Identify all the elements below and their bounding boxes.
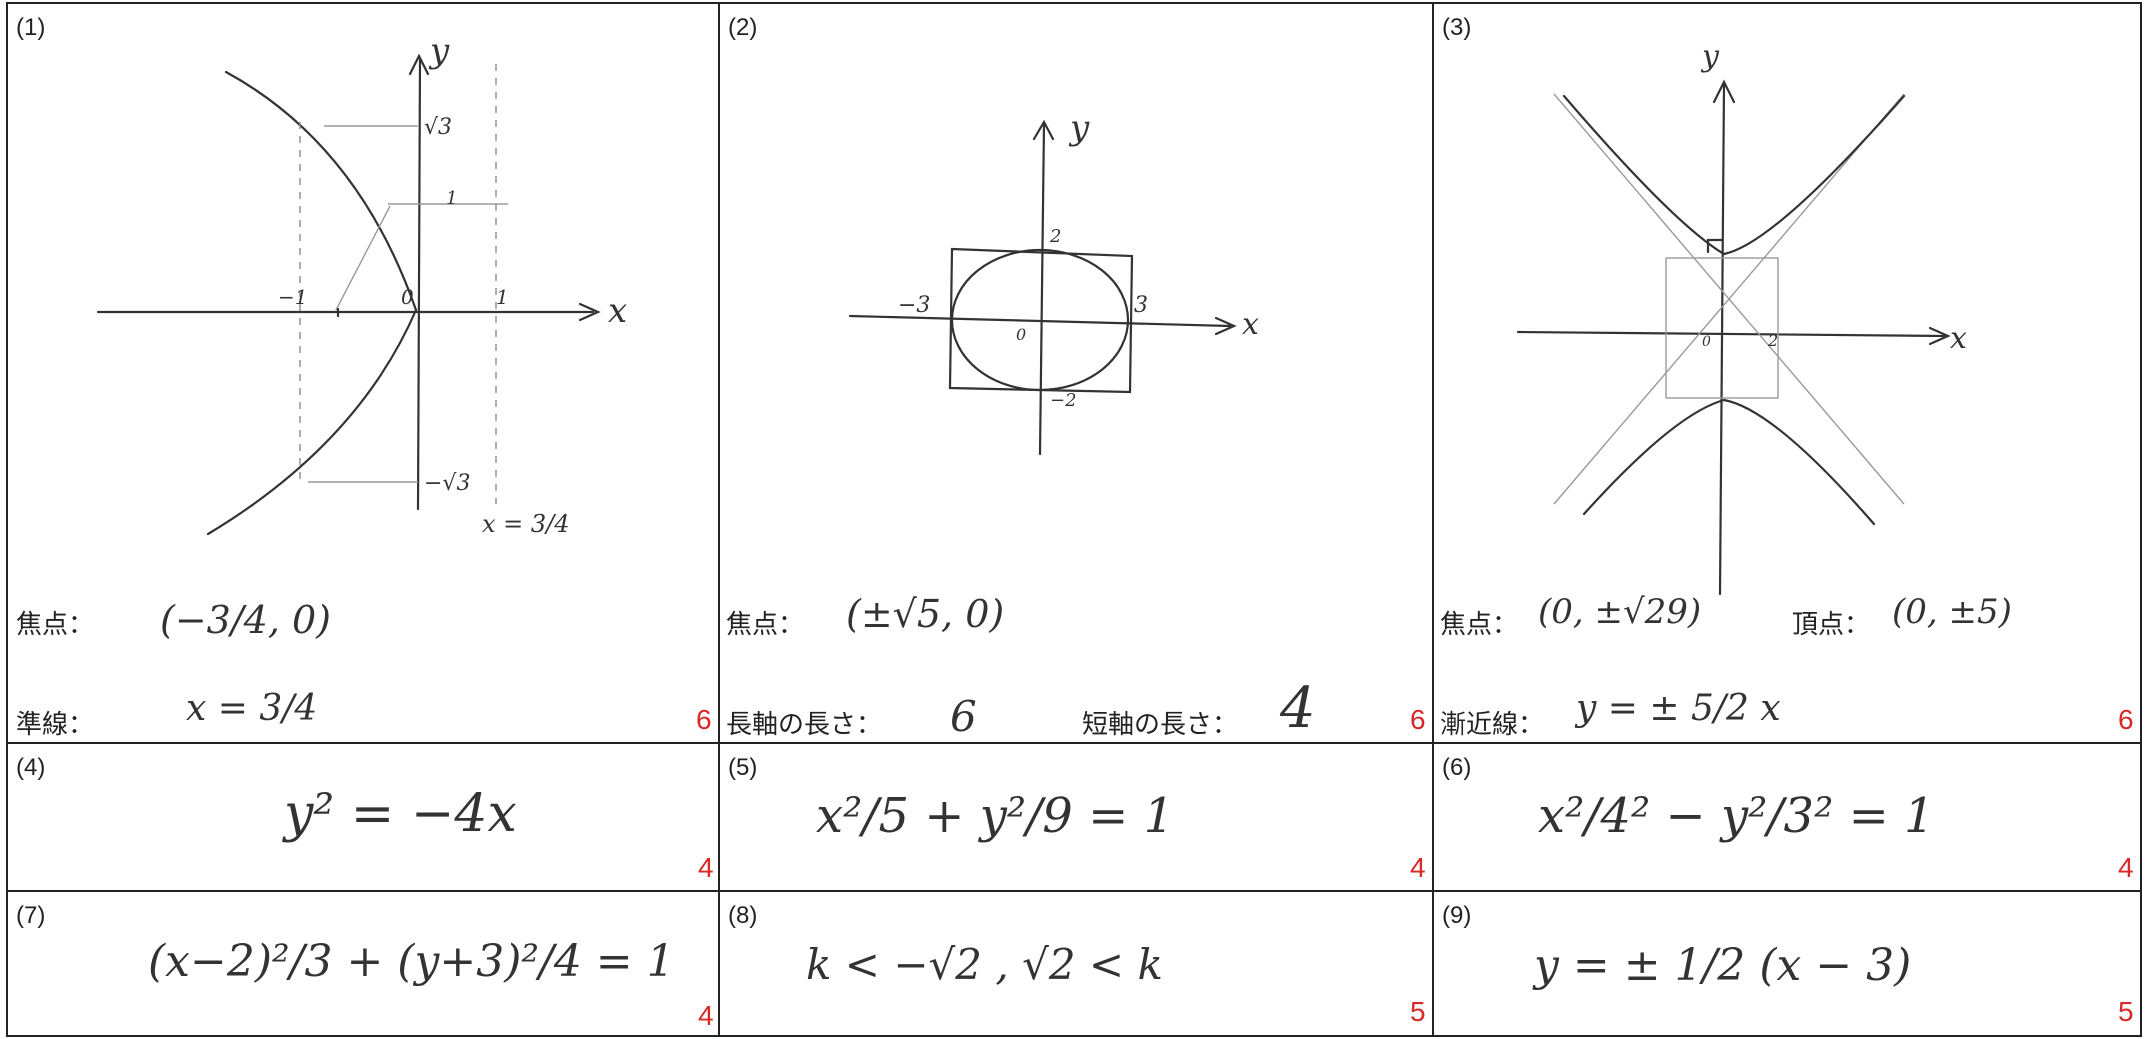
score: 4 — [698, 852, 714, 883]
score: 4 — [698, 1000, 714, 1031]
problem-number: (3) — [1442, 14, 1472, 41]
score: 6 — [2118, 704, 2134, 735]
problem-number: (7) — [16, 902, 46, 929]
score: 6 — [696, 704, 712, 735]
score: 5 — [2118, 996, 2134, 1027]
vertex-label: 頂点： — [1792, 610, 1871, 640]
directrix-note: x = 3/4 — [482, 510, 570, 538]
answer: (x−2)²/3 + (y+3)²/4 = 1 — [148, 936, 675, 987]
ellipse-graph: y x 0 −3 3 2 −2 — [848, 108, 1259, 456]
focus-label: 焦点： — [726, 610, 805, 640]
tick-neg-label: −1 — [278, 285, 307, 309]
problem-number: (6) — [1442, 754, 1472, 781]
focus-label: 焦点： — [16, 610, 95, 640]
y-top-label: √3 — [424, 115, 452, 140]
minor-axis-answer: 4 — [1280, 676, 1316, 741]
focus-answer: (0, ±√29) — [1538, 592, 1702, 632]
origin-label: 0 — [1016, 325, 1026, 344]
answer: y = ± 1/2 (x − 3) — [1534, 940, 1912, 991]
score: 5 — [1410, 996, 1426, 1027]
cell-6: (6) x²/4² − y²/3² = 1 4 — [1432, 742, 2142, 892]
directrix-label: 準線： — [16, 710, 95, 740]
answer: x²/4² − y²/3² = 1 — [1538, 788, 1935, 844]
vertex-answer: (0, ±5) — [1892, 592, 2012, 632]
score: 6 — [1410, 704, 1426, 735]
directrix-answer: x = 3/4 — [186, 688, 318, 729]
y-axis-label: y — [1700, 39, 1720, 74]
score: 4 — [1410, 852, 1426, 883]
y-pos-label: 2 — [1049, 226, 1061, 247]
asymptote-label: 漸近線： — [1440, 710, 1545, 740]
asymptote-answer: y = ± 5/2 x — [1576, 688, 1781, 729]
answer: k < −√2 , √2 < k — [806, 940, 1163, 989]
problem-number: (9) — [1442, 902, 1472, 929]
focus-answer: (−3/4, 0) — [160, 598, 331, 642]
x-axis-label: x — [1950, 321, 1967, 356]
problem-number: (1) — [16, 14, 46, 41]
cell-1: (1) y x 0 −1 1 √3 −√3 1 x = 3/4 焦点： (−3/… — [6, 2, 720, 744]
focus-answer: (±√5, 0) — [846, 592, 1005, 636]
focus-label: 焦点： — [1440, 610, 1519, 640]
x-tick-label: 2 — [1767, 331, 1778, 350]
y-axis-label: y — [1068, 108, 1090, 148]
x-neg-label: −3 — [898, 293, 930, 318]
cell-5: (5) x²/5 + y²/9 = 1 4 — [718, 742, 1434, 892]
tick-pos-label: 1 — [496, 285, 509, 309]
problem-number: (4) — [16, 754, 46, 781]
cell-3: (3) y x 0 2 焦点： (0, ±√29) 頂点： (0, ±5) 漸近… — [1432, 2, 2142, 744]
origin-label: 0 — [401, 285, 414, 309]
cell-4: (4) y² = −4x 4 — [6, 742, 720, 892]
cell-8: (8) k < −√2 , √2 < k 5 — [718, 890, 1434, 1037]
x-axis-label: x — [1242, 307, 1259, 342]
mid-tick-label: 1 — [446, 188, 457, 209]
problem-number: (5) — [728, 754, 758, 781]
major-axis-label: 長軸の長さ： — [726, 710, 883, 740]
answer: x²/5 + y²/9 = 1 — [816, 788, 1175, 844]
origin-label: 0 — [1702, 334, 1711, 350]
cell-7: (7) (x−2)²/3 + (y+3)²/4 = 1 4 — [6, 890, 720, 1037]
problem-number: (8) — [728, 902, 758, 929]
hyperbola-graph: y x 0 2 — [1516, 39, 1967, 596]
y-axis-label: y — [428, 31, 450, 71]
parabola-graph: y x 0 −1 1 √3 −√3 1 x = 3/4 — [96, 31, 627, 538]
problem-number: (2) — [728, 14, 758, 41]
score: 4 — [2118, 852, 2134, 883]
answer: y² = −4x — [284, 784, 517, 844]
x-axis-label: x — [608, 291, 627, 331]
major-axis-answer: 6 — [950, 692, 977, 741]
cell-2: (2) y x 0 −3 3 2 −2 焦点： (±√5, 0) 長軸の長さ： … — [718, 2, 1434, 744]
x-pos-label: 3 — [1134, 293, 1148, 318]
cell-9: (9) y = ± 1/2 (x − 3) 5 — [1432, 890, 2142, 1037]
y-bottom-label: −√3 — [424, 471, 470, 496]
minor-axis-label: 短軸の長さ： — [1082, 710, 1239, 740]
y-neg-label: −2 — [1050, 390, 1077, 411]
